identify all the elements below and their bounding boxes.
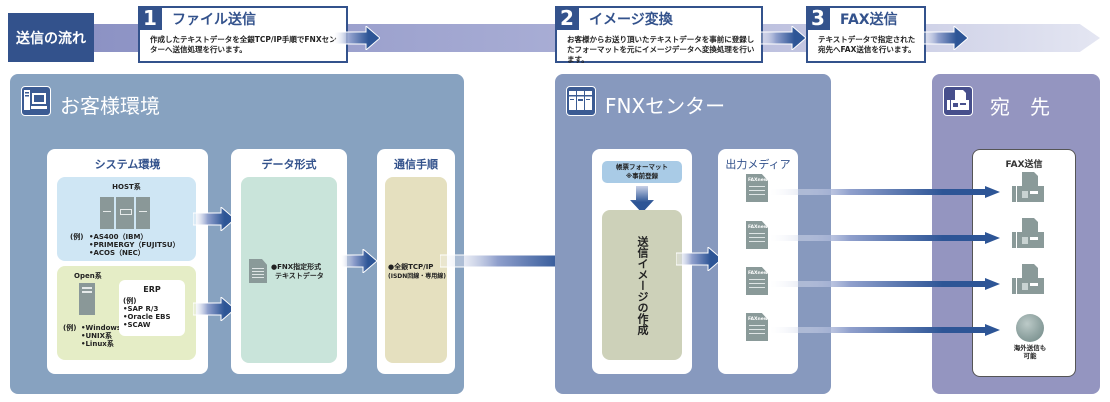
host-system-box: HOST系 (例) •AS400（IBM） •PRIMERGY（FUJITSU）…	[57, 177, 196, 261]
output-media-card: 出力メディア FAXnews FAXnews FAXnews FAXnews	[718, 149, 798, 374]
fnx-center-panel: FNXセンター 帳票フォーマット ※事前登録 送信イメージの作成 出力メディア …	[555, 74, 831, 394]
step-title: ファイル送信	[172, 12, 256, 28]
delivery-arrow-icon	[770, 324, 1000, 336]
flow-arrow-icon	[760, 26, 806, 50]
delivery-arrow-icon	[770, 278, 1000, 290]
image-creation-card: 帳票フォーマット ※事前登録 送信イメージの作成	[592, 149, 692, 374]
delivery-arrow-icon	[770, 186, 1000, 198]
host-title: HOST系	[112, 183, 141, 191]
customer-panel-title: お客様環境	[60, 94, 160, 118]
host-item: •AS400（IBM）	[89, 233, 148, 241]
faxnews-document-icon: FAXnews	[746, 313, 768, 341]
arrow-right-icon	[193, 207, 235, 231]
arrow-right-icon	[676, 247, 722, 271]
erp-item: •SCAW	[123, 321, 151, 329]
image-creation-text: 送信イメージの作成	[636, 236, 649, 335]
format-box-text: ※事前登録	[625, 172, 659, 180]
faxnews-document-icon: FAXnews	[746, 174, 768, 202]
protocol-text: (ISDN回線・専用線)	[388, 273, 447, 280]
erp-item: •SAP R/3	[123, 305, 159, 313]
faxnews-document-icon: FAXnews	[746, 267, 768, 295]
flow-arrow-icon	[334, 26, 380, 50]
system-environment-card: システム環境 HOST系 (例) •AS400（IBM） •PRIMERGY（F…	[47, 149, 208, 374]
overseas-note: 海外送信も	[1013, 344, 1047, 352]
open-item: •Linux系	[81, 340, 114, 348]
output-media-title: 出力メディア	[725, 158, 791, 171]
customer-panel: お客様環境 システム環境 HOST系 (例) •AS400（IBM） •PRIM…	[10, 74, 464, 394]
arrow-right-icon	[193, 297, 235, 321]
globe-icon	[1016, 314, 1044, 342]
protocol-text: ●全銀TCP/IP	[388, 263, 434, 271]
format-registration-box: 帳票フォーマット ※事前登録	[602, 161, 682, 183]
data-format-text: ●FNX指定形式	[271, 263, 322, 271]
step-title: FAX送信	[840, 12, 898, 28]
step-3-box: 3 FAX送信 テキストデータで指定された宛先へFAX送信を行います。	[806, 6, 926, 63]
erp-item: •Oracle EBS	[123, 313, 171, 321]
step-1-box: 1 ファイル送信 作成したテキストデータを全銀TCP/IP手順でFNXセンターへ…	[138, 6, 348, 63]
open-item: •Windows系	[81, 324, 129, 332]
destination-panel-title: 宛 先	[990, 95, 1050, 119]
erp-example-label: (例)	[123, 297, 137, 305]
erp-title: ERP	[143, 285, 161, 294]
data-format-box: ●FNX指定形式 テキストデータ	[241, 177, 337, 363]
fnx-panel-title: FNXセンター	[605, 94, 726, 118]
system-environment-title: システム環境	[94, 158, 161, 171]
step-2-box: 2 イメージ変換 お客様からお送り頂いたテキストデータを事前に登録したフォーマッ…	[555, 6, 763, 64]
protocol-card: 通信手順 ●全銀TCP/IP (ISDN回線・専用線)	[377, 149, 455, 374]
fax-machine-icon	[1012, 218, 1044, 248]
data-format-card: データ形式 ●FNX指定形式 テキストデータ	[231, 149, 347, 374]
step-description: お客様からお送り頂いたテキストデータを事前に登録したフォーマットを元にイメージデ…	[567, 35, 755, 64]
open-system-box: Open系 (例) •Windows系 •UNIX系 •Linux系 ERP (…	[57, 266, 196, 360]
step-number: 1	[138, 6, 162, 30]
server-icon	[566, 86, 596, 116]
fax-machine-icon	[1012, 172, 1044, 202]
step-description: 作成したテキストデータを全銀TCP/IP手順でFNXセンターへ送信処理を行います…	[150, 35, 337, 54]
data-format-title: データ形式	[261, 158, 317, 171]
host-item: •PRIMERGY（FUJITSU）	[89, 241, 180, 249]
text-file-icon	[249, 259, 267, 283]
flow-arrow-icon	[922, 26, 968, 50]
flow-title: 送信の流れ	[8, 13, 94, 62]
step-title: イメージ変換	[589, 12, 673, 28]
open-item: •UNIX系	[81, 332, 113, 340]
fax-machine-icon	[1012, 264, 1044, 294]
open-example-label: (例)	[63, 324, 77, 332]
arrow-right-icon	[341, 249, 377, 273]
step-number: 2	[555, 6, 579, 30]
step-number: 3	[806, 6, 830, 30]
arrow-down-icon	[630, 186, 654, 213]
format-box-text: 帳票フォーマット	[616, 163, 668, 171]
image-creation-box: 送信イメージの作成	[602, 210, 682, 360]
fax-sending-title: FAX送信	[1005, 160, 1043, 170]
faxnews-document-icon: FAXnews	[746, 221, 768, 249]
computer-icon	[21, 86, 51, 116]
host-example-label: (例)	[70, 233, 84, 241]
protocol-box: ●全銀TCP/IP (ISDN回線・専用線)	[385, 177, 447, 363]
open-title: Open系	[74, 272, 102, 280]
host-item: •ACOS（NEC）	[89, 249, 145, 257]
overseas-note: 可能	[1023, 352, 1037, 360]
step-description: テキストデータで指定された宛先へFAX送信を行います。	[818, 35, 916, 54]
fax-machine-icon	[943, 86, 973, 116]
erp-box: ERP (例) •SAP R/3 •Oracle EBS •SCAW	[119, 280, 185, 336]
data-format-text: テキストデータ	[275, 272, 324, 280]
protocol-title: 通信手順	[394, 158, 438, 171]
delivery-arrow-icon	[770, 232, 1000, 244]
